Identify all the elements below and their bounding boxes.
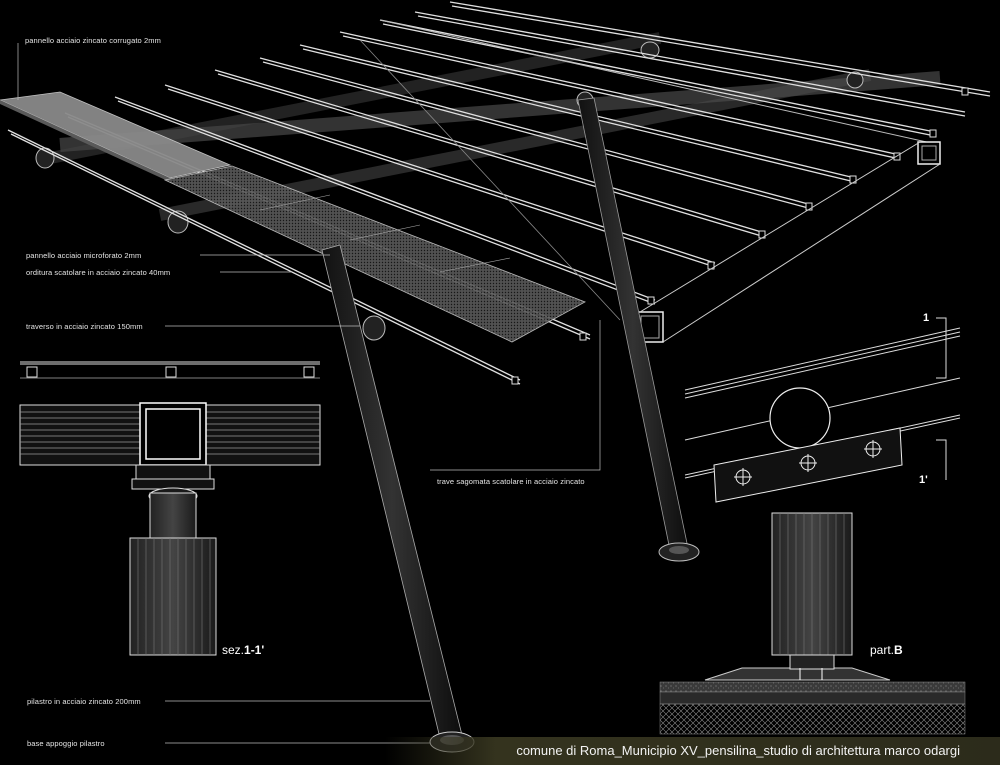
label-shaped-beam: trave sagomata scatolare in acciaio zinc… bbox=[437, 477, 585, 486]
label-crossbeam: traverso in acciaio zincato 150mm bbox=[26, 322, 143, 331]
leader-lines bbox=[17, 43, 601, 744]
section-marker-top: 1 bbox=[923, 312, 930, 324]
label-box-frame: orditura scatolare in acciaio zincato 40… bbox=[26, 268, 171, 277]
detail-b bbox=[659, 317, 966, 735]
section-1-1 bbox=[19, 361, 321, 656]
label-perforated-panel: pannello acciaio microforato 2mm bbox=[26, 251, 142, 260]
footer-bar: comune di Roma_Municipio XV_pensilina_st… bbox=[385, 737, 1000, 765]
label-pillar: pilastro in acciaio zincato 200mm bbox=[27, 697, 141, 706]
label-pillar-base: base appoggio pilastro bbox=[27, 739, 105, 748]
pillar-back bbox=[577, 97, 689, 551]
pillar-front bbox=[321, 244, 463, 739]
footer-credit: comune di Roma_Municipio XV_pensilina_st… bbox=[516, 743, 960, 758]
label-corrugated-panel: pannello acciaio zincato corrugato 2mm bbox=[25, 36, 161, 45]
detail-title: part.B bbox=[870, 643, 903, 657]
section-title: sez.1-1' bbox=[222, 643, 265, 657]
section-marker-bottom: 1' bbox=[919, 474, 928, 486]
perforated-panel bbox=[163, 165, 586, 343]
